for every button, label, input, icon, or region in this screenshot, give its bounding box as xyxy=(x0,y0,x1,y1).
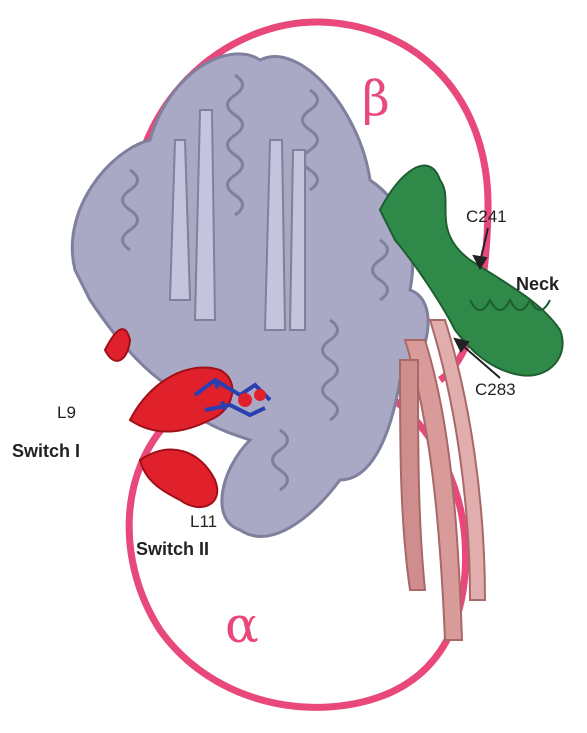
beta-label: β xyxy=(362,71,390,127)
beta-sheet-ribbon xyxy=(400,320,485,640)
l9-label: L9 xyxy=(57,403,76,422)
neck-label: Neck xyxy=(516,274,560,294)
c241-label: C241 xyxy=(466,207,507,226)
switch-ii-loop xyxy=(140,450,217,507)
switch-i-label: Switch I xyxy=(12,441,80,461)
l11-label: L11 xyxy=(190,512,217,531)
l9-loop xyxy=(105,329,130,361)
switch-ii-label: Switch II xyxy=(136,539,209,559)
alpha-label: α xyxy=(225,596,259,654)
c283-label: C283 xyxy=(475,380,516,399)
